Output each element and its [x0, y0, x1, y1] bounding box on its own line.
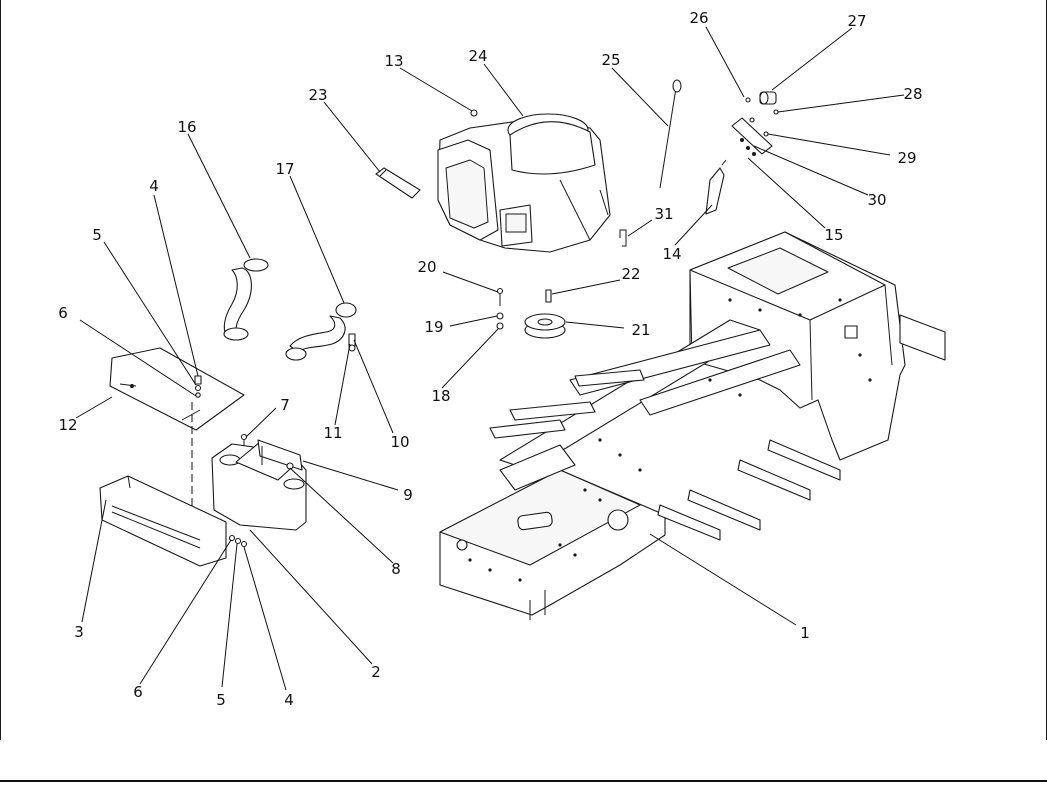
throttle-bracket-part-30: [731, 117, 773, 156]
throttle-knob-part-27: [759, 91, 777, 105]
heat-shield-part-12: [109, 347, 245, 431]
dipstick-part-25: [659, 79, 682, 189]
small-hardware-26-28-29: [745, 97, 779, 137]
callout-6-lower: 6: [133, 683, 143, 701]
callout-13: 13: [384, 52, 403, 70]
lower-panel-part-3: [99, 475, 227, 567]
callout-22: 22: [621, 265, 640, 283]
callout-20: 20: [417, 258, 436, 276]
callout-30: 30: [867, 191, 886, 209]
hardware-stack-lower: [228, 534, 248, 548]
exhaust-pipe-part-17: [285, 302, 357, 361]
callout-28: 28: [903, 85, 922, 103]
callout-24: 24: [468, 47, 487, 65]
callout-7: 7: [280, 396, 290, 414]
clip-part-31: [619, 229, 627, 247]
fuel-tank-part-2: [211, 441, 307, 531]
bolt-stack-18-20: [496, 287, 504, 330]
callout-26: 26: [689, 9, 708, 27]
callout-25: 25: [601, 51, 620, 69]
callout-9: 9: [403, 486, 413, 504]
callout-17: 17: [275, 160, 294, 178]
callout-4-upper: 4: [149, 177, 159, 195]
callout-4-lower: 4: [284, 691, 294, 709]
pulley-part-21: [524, 313, 566, 339]
throttle-lever-part-14: [705, 159, 727, 215]
intake-tube-part-23: [375, 167, 421, 199]
callout-27: 27: [847, 12, 866, 30]
callout-14: 14: [662, 245, 681, 263]
callout-12: 12: [58, 416, 77, 434]
callout-10: 10: [390, 433, 409, 451]
callout-29: 29: [897, 149, 916, 167]
callout-19: 19: [424, 318, 443, 336]
key-part-22: [545, 289, 552, 303]
callout-labels: 1 2 3 4 4 5 5 6 6 7 8 9 10 11 12 13 14 1…: [58, 9, 922, 709]
frame-holes: [468, 298, 872, 582]
hardware-stack-upper: [194, 375, 202, 398]
callout-6-upper: 6: [58, 304, 68, 322]
callout-21: 21: [631, 321, 650, 339]
screw-part-13: [470, 109, 478, 117]
main-frame-part: [439, 231, 946, 620]
callout-18: 18: [431, 387, 450, 405]
callout-5-lower: 5: [216, 691, 226, 709]
callout-5-upper: 5: [92, 226, 102, 244]
tank-screw-part-7: [240, 433, 248, 446]
callout-8: 8: [391, 560, 401, 578]
callout-31: 31: [654, 205, 673, 223]
tank-bracket-part-8-9: [257, 439, 303, 471]
callout-3: 3: [74, 623, 84, 641]
callout-16: 16: [177, 118, 196, 136]
exhaust-pipe-part-16: [223, 258, 269, 341]
callout-23: 23: [308, 86, 327, 104]
engine-part: [437, 113, 611, 253]
bolt-part-10-11: [348, 333, 356, 352]
callout-15: 15: [824, 226, 843, 244]
callout-11: 11: [323, 424, 342, 442]
callout-1: 1: [800, 624, 810, 642]
callout-2: 2: [371, 663, 381, 681]
leader-lines: [75, 26, 905, 691]
